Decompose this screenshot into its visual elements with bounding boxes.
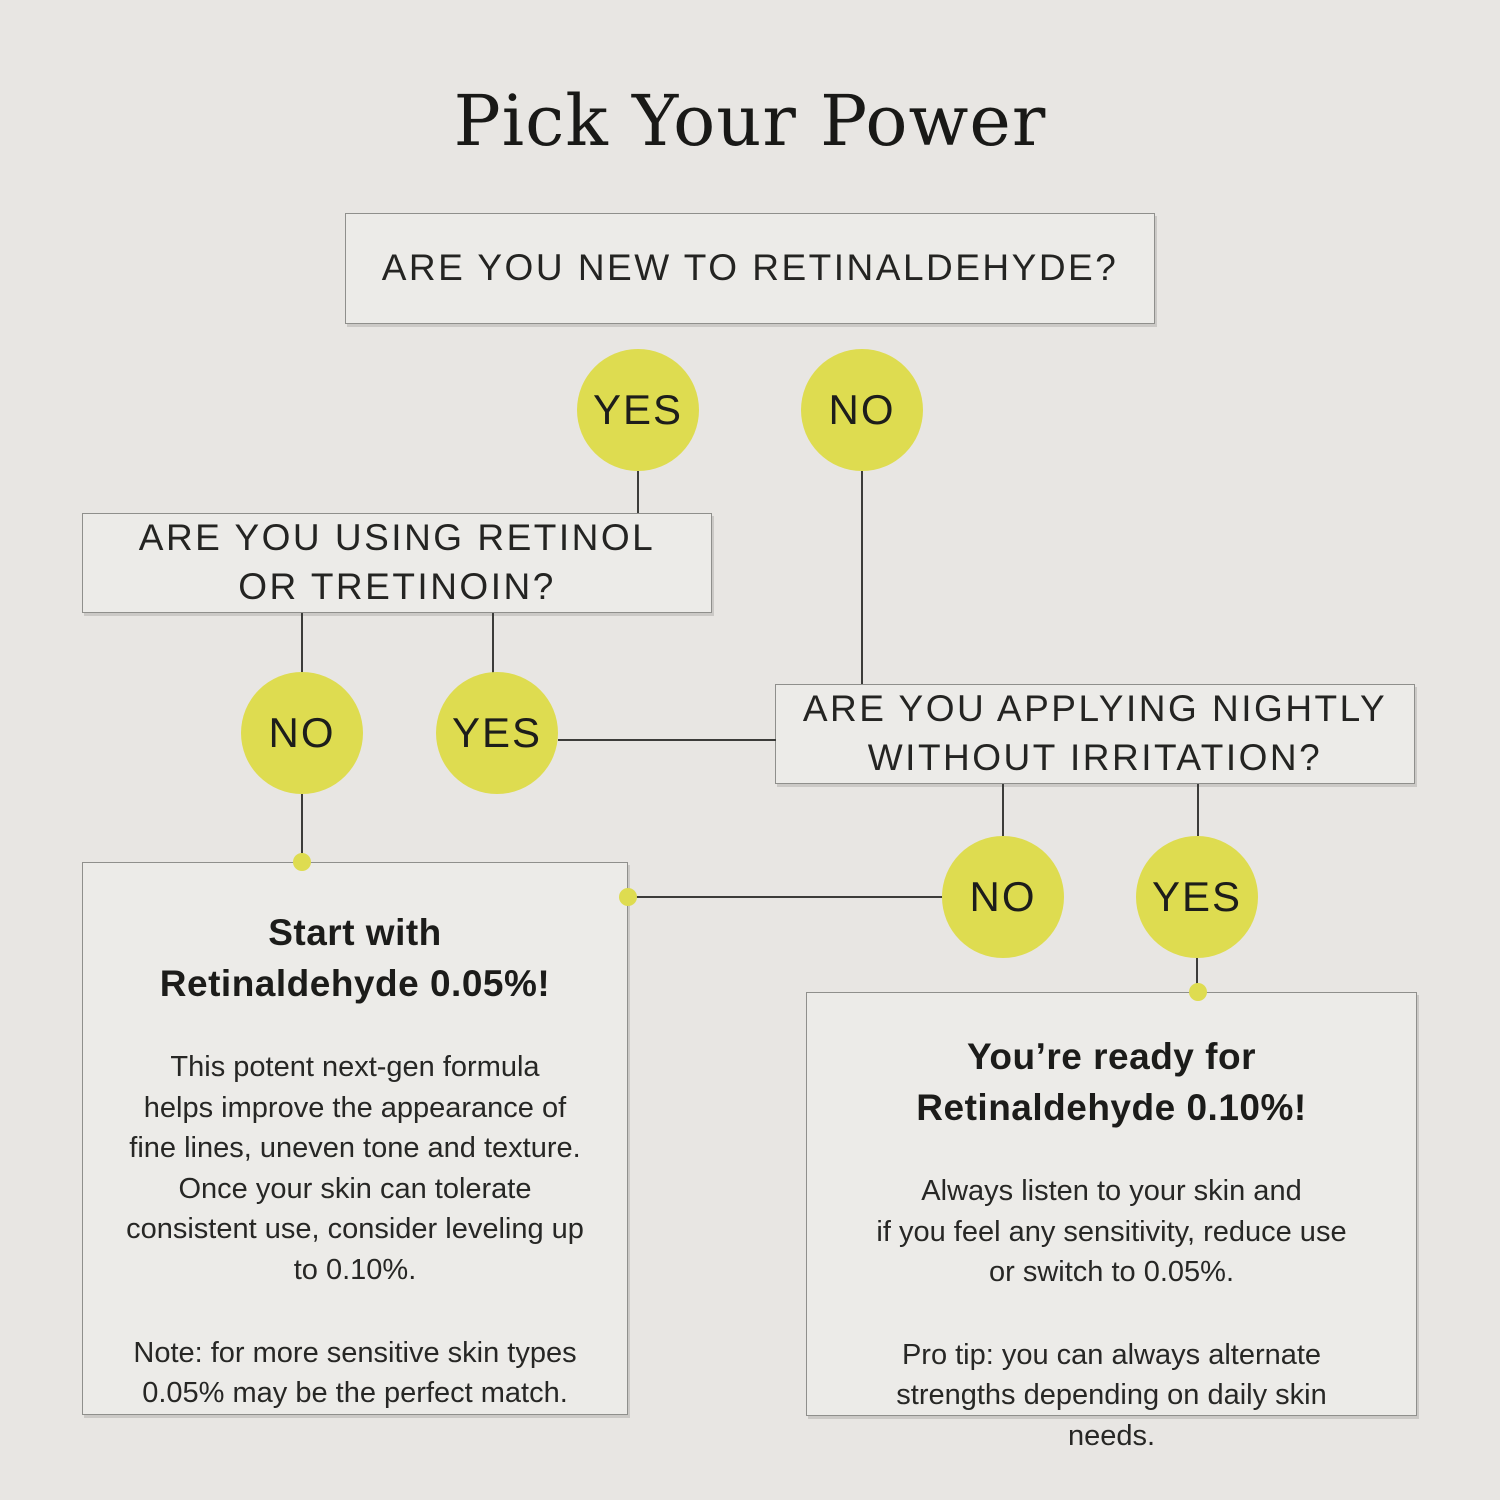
connector-q2-to-yes	[492, 613, 494, 673]
answer-label-q2-yes: YES	[451, 709, 543, 756]
connector-q3-to-no	[1002, 784, 1004, 836]
connector-q1no-to-q3	[861, 471, 863, 684]
question-box-new-to-retinaldehyde: ARE YOU NEW TO RETINALDEHYDE?	[345, 213, 1155, 324]
connector-q3no-to-result-low	[628, 896, 943, 898]
connector-q2-to-no	[301, 613, 303, 673]
result-box-retinaldehyde-010: You’re ready for Retinaldehyde 0.10%! Al…	[806, 992, 1417, 1452]
answer-circle-q2-yes: YES	[436, 672, 558, 794]
result-heading-010: You’re ready for Retinaldehyde 0.10%!	[916, 1036, 1307, 1129]
page-title: Pick Your Power	[453, 80, 1047, 162]
result-box-retinaldehyde-005: Start with Retinaldehyde 0.05%! This pot…	[82, 862, 628, 1415]
result-note-005: Note: for more sensitive skin types 0.05…	[133, 1336, 577, 1410]
answer-circle-q1-yes: YES	[577, 349, 699, 471]
answer-label-q1-yes: YES	[592, 386, 684, 433]
question-box-using-retinol: ARE YOU USING RETINOL OR TRETINOIN?	[82, 513, 712, 613]
result-body-005: This potent next-gen formula helps impro…	[126, 1051, 584, 1287]
question-text-applying-nightly: ARE YOU APPLYING NIGHTLY WITHOUT IRRITAT…	[802, 688, 1388, 778]
connector-q1yes-to-q2	[637, 471, 639, 513]
answer-circle-q2-no: NO	[241, 672, 363, 794]
result-heading-005: Start with Retinaldehyde 0.05%!	[159, 912, 551, 1005]
connector-q2yes-to-q3	[558, 739, 776, 741]
connector-q3-to-yes	[1197, 784, 1199, 836]
answer-label-q1-no: NO	[828, 386, 896, 433]
junction-dot-result-low-right	[619, 888, 637, 906]
result-body-010: Always listen to your skin and if you fe…	[876, 1175, 1347, 1289]
answer-circle-q1-no: NO	[801, 349, 923, 471]
question-box-applying-nightly: ARE YOU APPLYING NIGHTLY WITHOUT IRRITAT…	[775, 684, 1415, 784]
junction-dot-result-low-top	[293, 853, 311, 871]
question-text-new-to-retinaldehyde: ARE YOU NEW TO RETINALDEHYDE?	[381, 247, 1119, 289]
connector-q2no-to-result-low	[301, 794, 303, 862]
answer-circle-q3-no: NO	[942, 836, 1064, 958]
answer-circle-q3-yes: YES	[1136, 836, 1258, 958]
result-note-010: Pro tip: you can always alternate streng…	[896, 1338, 1327, 1453]
question-text-using-retinol: ARE YOU USING RETINOL OR TRETINOIN?	[138, 517, 656, 607]
connector-q3yes-to-result-high	[1196, 958, 1198, 993]
answer-label-q2-no: NO	[268, 709, 336, 756]
answer-label-q3-yes: YES	[1151, 873, 1243, 920]
junction-dot-result-high-top	[1189, 983, 1207, 1001]
answer-label-q3-no: NO	[969, 873, 1037, 920]
